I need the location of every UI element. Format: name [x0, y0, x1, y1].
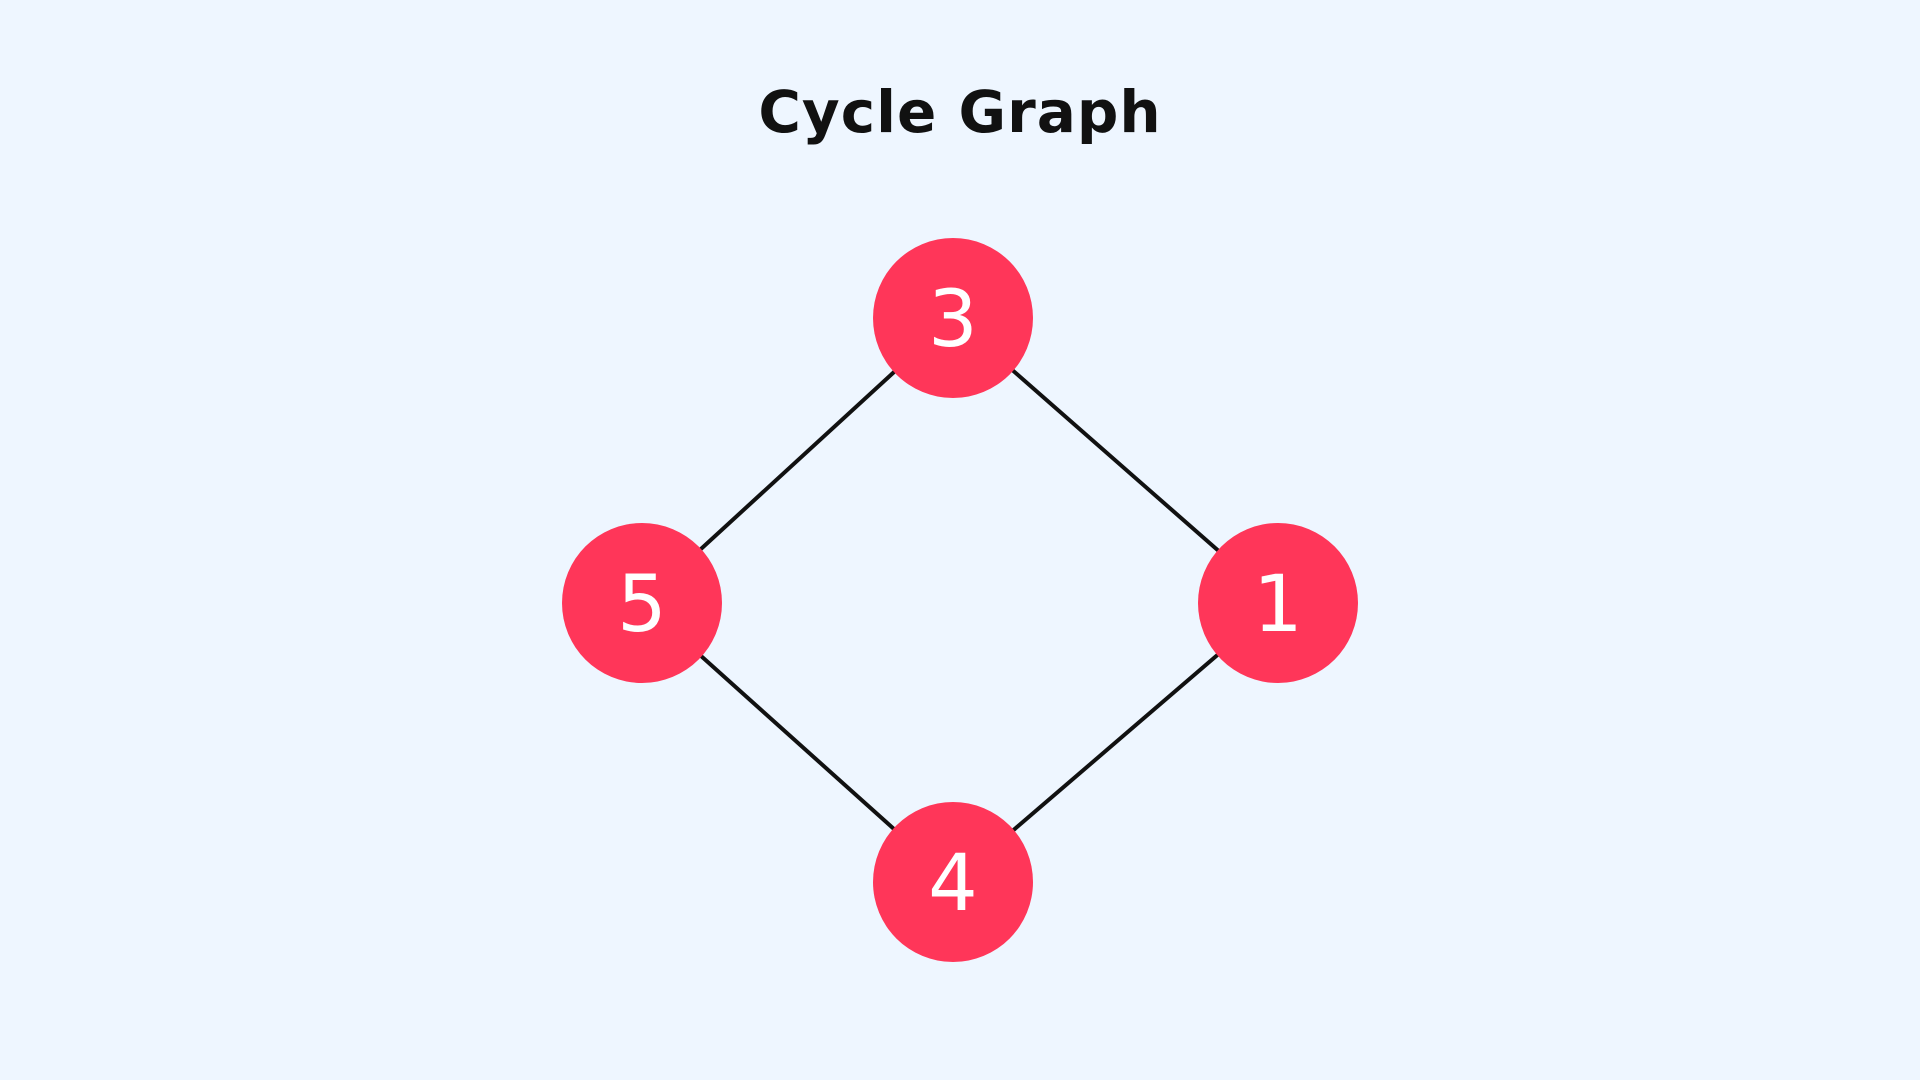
node-1: 1 [1198, 523, 1358, 683]
edges-layer [640, 316, 1280, 884]
node-circle [873, 802, 1033, 962]
page-title: Cycle Graph [758, 78, 1162, 146]
node-circle [1198, 523, 1358, 683]
node-circle [873, 238, 1033, 398]
node-label: 5 [617, 560, 667, 650]
node-4: 4 [873, 802, 1033, 962]
node-label: 3 [928, 275, 978, 365]
node-label: 1 [1253, 560, 1303, 650]
node-3: 3 [873, 238, 1033, 398]
node-label: 4 [928, 839, 978, 929]
node-5: 5 [562, 523, 722, 683]
node-circle [562, 523, 722, 683]
nodes-layer: 3 5 1 4 [562, 238, 1358, 962]
